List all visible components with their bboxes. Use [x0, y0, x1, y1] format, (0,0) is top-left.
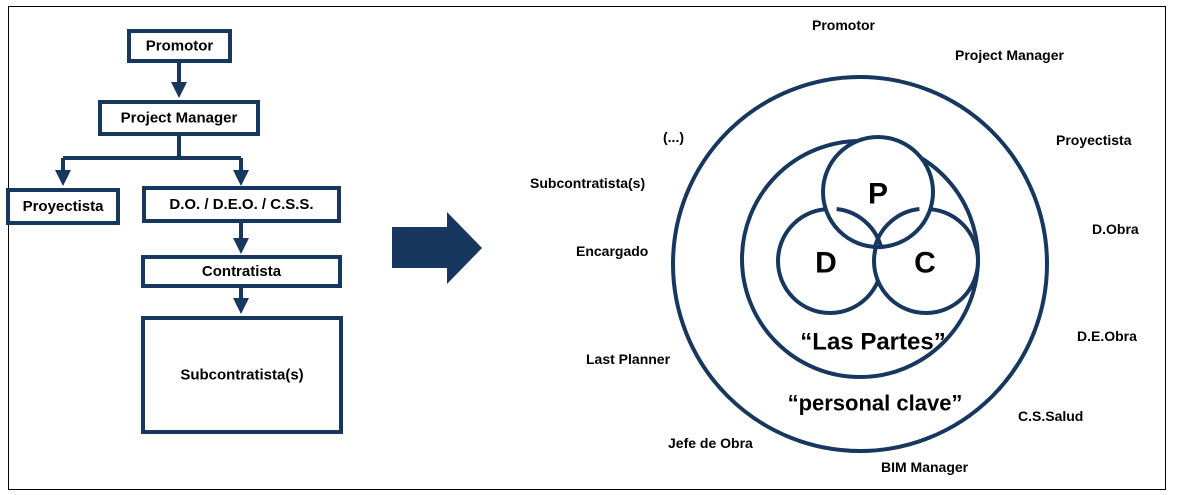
- hierarchy-chart: Promotor Project Manager Proyectista D.O…: [6, 29, 343, 434]
- transition-arrow-icon: [392, 212, 482, 284]
- venn-arc-c-top: [872, 207, 920, 250]
- proyectista-box: Proyectista: [6, 188, 120, 225]
- outer-label-d-obra: D.Obra: [1092, 221, 1139, 237]
- outer-label-last-planner: Last Planner: [586, 351, 671, 367]
- venn-arc-d-top: [836, 207, 884, 250]
- subcontratistas-box: Subcontratista(s): [141, 316, 343, 434]
- promotor-box: Promotor: [127, 29, 232, 63]
- outer-label-subcontratistas: Subcontratista(s): [530, 175, 645, 191]
- contratista-box: Contratista: [141, 255, 342, 288]
- promotor-box-label: Promotor: [146, 38, 214, 55]
- project-manager-box: Project Manager: [98, 100, 260, 136]
- venn-label-d: D: [815, 247, 837, 280]
- stakeholder-diagram: P D C “Las Partes” “personal clave”: [671, 75, 1049, 453]
- outer-label-project-manager: Project Manager: [955, 47, 1064, 63]
- las-partes-label: “Las Partes”: [800, 329, 945, 356]
- direccion-box-label: D.O. / D.E.O. / C.S.S.: [169, 196, 313, 213]
- outer-label-ellipsis: (...): [663, 129, 684, 145]
- outer-label-cs-salud: C.S.Salud: [1018, 408, 1083, 424]
- outer-label-bim-manager: BIM Manager: [881, 459, 969, 475]
- figure-frame: [8, 6, 1166, 490]
- personal-clave-label: “personal clave”: [788, 391, 963, 416]
- outer-ring: [671, 75, 1049, 453]
- outer-label-jefe-de-obra: Jefe de Obra: [668, 435, 753, 451]
- venn-circle-p: [821, 135, 935, 249]
- proyectista-box-label: Proyectista: [23, 198, 105, 215]
- direccion-box: D.O. / D.E.O. / C.S.S.: [142, 186, 341, 223]
- venn-label-c: C: [914, 247, 936, 280]
- venn-label-p: P: [868, 178, 888, 211]
- project-manager-box-label: Project Manager: [121, 110, 238, 127]
- contratista-box-label: Contratista: [202, 263, 282, 280]
- outer-label-promotor: Promotor: [812, 17, 876, 33]
- outer-label-encargado: Encargado: [576, 243, 648, 259]
- outer-label-de-obra: D.E.Obra: [1077, 328, 1137, 344]
- outer-labels: Promotor Project Manager Proyectista D.O…: [530, 17, 1139, 475]
- subcontratistas-box-label: Subcontratista(s): [180, 367, 303, 384]
- outer-label-proyectista: Proyectista: [1056, 132, 1132, 148]
